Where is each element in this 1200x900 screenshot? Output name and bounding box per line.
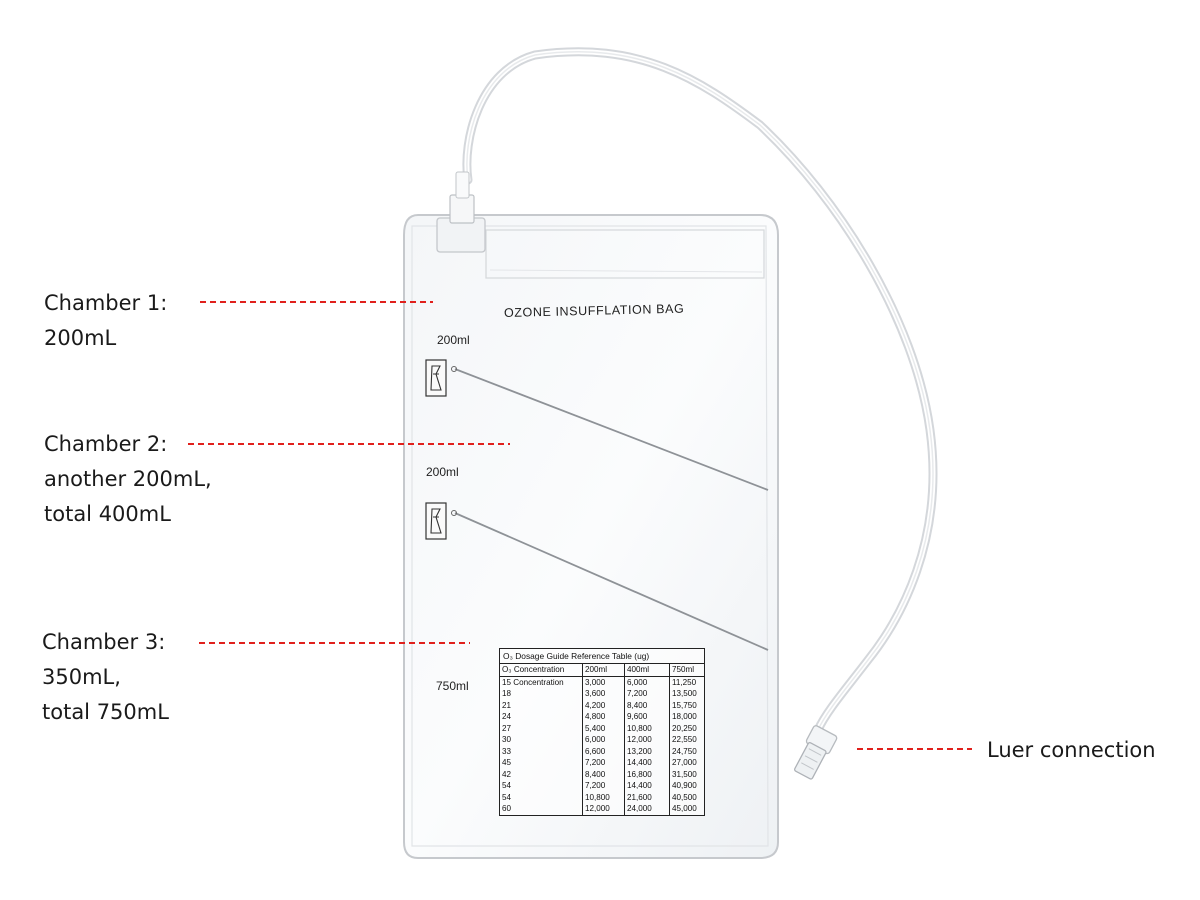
table-cell: 10,800: [624, 722, 670, 734]
table-cell: 13,200: [624, 745, 670, 757]
table-cell: 15 Concentration: [500, 676, 583, 688]
table-cell: 33: [500, 745, 583, 757]
table-cell: 31,500: [672, 769, 697, 779]
leader-lines: [188, 301, 972, 750]
dosage-table-caption: O₃ Dosage Guide Reference Table (ug): [500, 649, 704, 664]
callout-detail: total 400mL: [44, 502, 171, 526]
table-cell: 42: [500, 768, 583, 780]
table-cell: 21,600: [624, 791, 670, 803]
volume-mark: 750ml: [436, 679, 469, 693]
table-cell: 7,200: [582, 757, 625, 769]
table-cell: 24,750: [672, 746, 697, 756]
clip-icon: [425, 502, 447, 540]
table-header-cell: 200ml: [582, 664, 625, 677]
table-header-cell: O₃ Concentration: [500, 664, 583, 677]
table-cell: 3,600: [582, 688, 625, 700]
table-cell: 60: [500, 803, 583, 815]
volume-mark: 200ml: [426, 465, 459, 479]
table-cell: 15,750: [672, 700, 697, 710]
table-cell: 3,000: [582, 676, 625, 688]
table-cell: 6,000: [624, 676, 670, 688]
table-cell: 9,600: [624, 711, 670, 723]
callout-title: Chamber 2:: [44, 432, 168, 456]
callout-detail: 350mL,: [42, 665, 121, 689]
table-cell: 11,250: [672, 677, 697, 687]
callout-title: Chamber 3:: [42, 630, 166, 654]
table-cell: 24,000: [624, 803, 670, 815]
table-cell: 40,500: [672, 792, 697, 802]
table-cell: 7,200: [624, 688, 670, 700]
table-cell: 21: [500, 699, 583, 711]
table-cell: 7,200: [582, 780, 625, 792]
tubing: [462, 47, 938, 735]
table-header-cell: 750ml: [669, 664, 704, 677]
table-cell: 5,400: [582, 722, 625, 734]
table-cell: 8,400: [624, 699, 670, 711]
table-cell: 54: [500, 780, 583, 792]
volume-mark: 200ml: [437, 333, 470, 347]
table-cell: 27: [500, 722, 583, 734]
table-cell: 12,000: [582, 803, 625, 815]
table-cell: 18,000: [672, 712, 697, 721]
luer-connector-icon: [794, 725, 838, 780]
callout-detail: 200mL: [44, 326, 117, 350]
table-cell: 27,000: [672, 758, 697, 767]
table-cell: 6,600: [582, 745, 625, 757]
callout-title: Chamber 1:: [44, 291, 168, 315]
table-cell: 4,200: [582, 699, 625, 711]
dosage-table: O₃ Dosage Guide Reference Table (ug) O₃ …: [499, 648, 705, 816]
table-cell: 13,500: [672, 689, 697, 698]
table-cell: 14,400: [624, 757, 670, 769]
callout-chamber-2: Chamber 2: another 200mL, total 400mL: [44, 427, 212, 532]
table-cell: 8,400: [582, 768, 625, 780]
table-cell: 18: [500, 688, 583, 700]
chamber-seals: [451, 366, 769, 651]
callout-chamber-1: Chamber 1: 200mL: [44, 286, 167, 356]
bag-port: [436, 171, 486, 253]
table-header-cell: 400ml: [624, 664, 670, 677]
callout-detail: another 200mL,: [44, 467, 212, 491]
table-cell: 24: [500, 711, 583, 723]
table-cell: 6,000: [582, 734, 625, 746]
table-cell: 16,800: [624, 768, 670, 780]
clip-icon: [425, 359, 447, 397]
table-cell: 22,550: [672, 735, 697, 744]
callout-detail: total 750mL: [42, 700, 169, 724]
callout-title: Luer connection: [987, 738, 1156, 762]
table-cell: 30: [500, 734, 583, 746]
table-cell: 40,900: [672, 781, 697, 790]
callout-chamber-3: Chamber 3: 350mL, total 750mL: [42, 625, 169, 730]
table-cell: 12,000: [624, 734, 670, 746]
table-cell: 14,400: [624, 780, 670, 792]
callout-luer-connection: Luer connection: [987, 733, 1156, 768]
table-cell: 10,800: [582, 791, 625, 803]
table-cell: 45,000: [672, 804, 697, 813]
table-cell: 54: [500, 791, 583, 803]
table-cell: 20,250: [672, 723, 697, 733]
table-cell: 4,800: [582, 711, 625, 723]
table-cell: 45: [500, 757, 583, 769]
